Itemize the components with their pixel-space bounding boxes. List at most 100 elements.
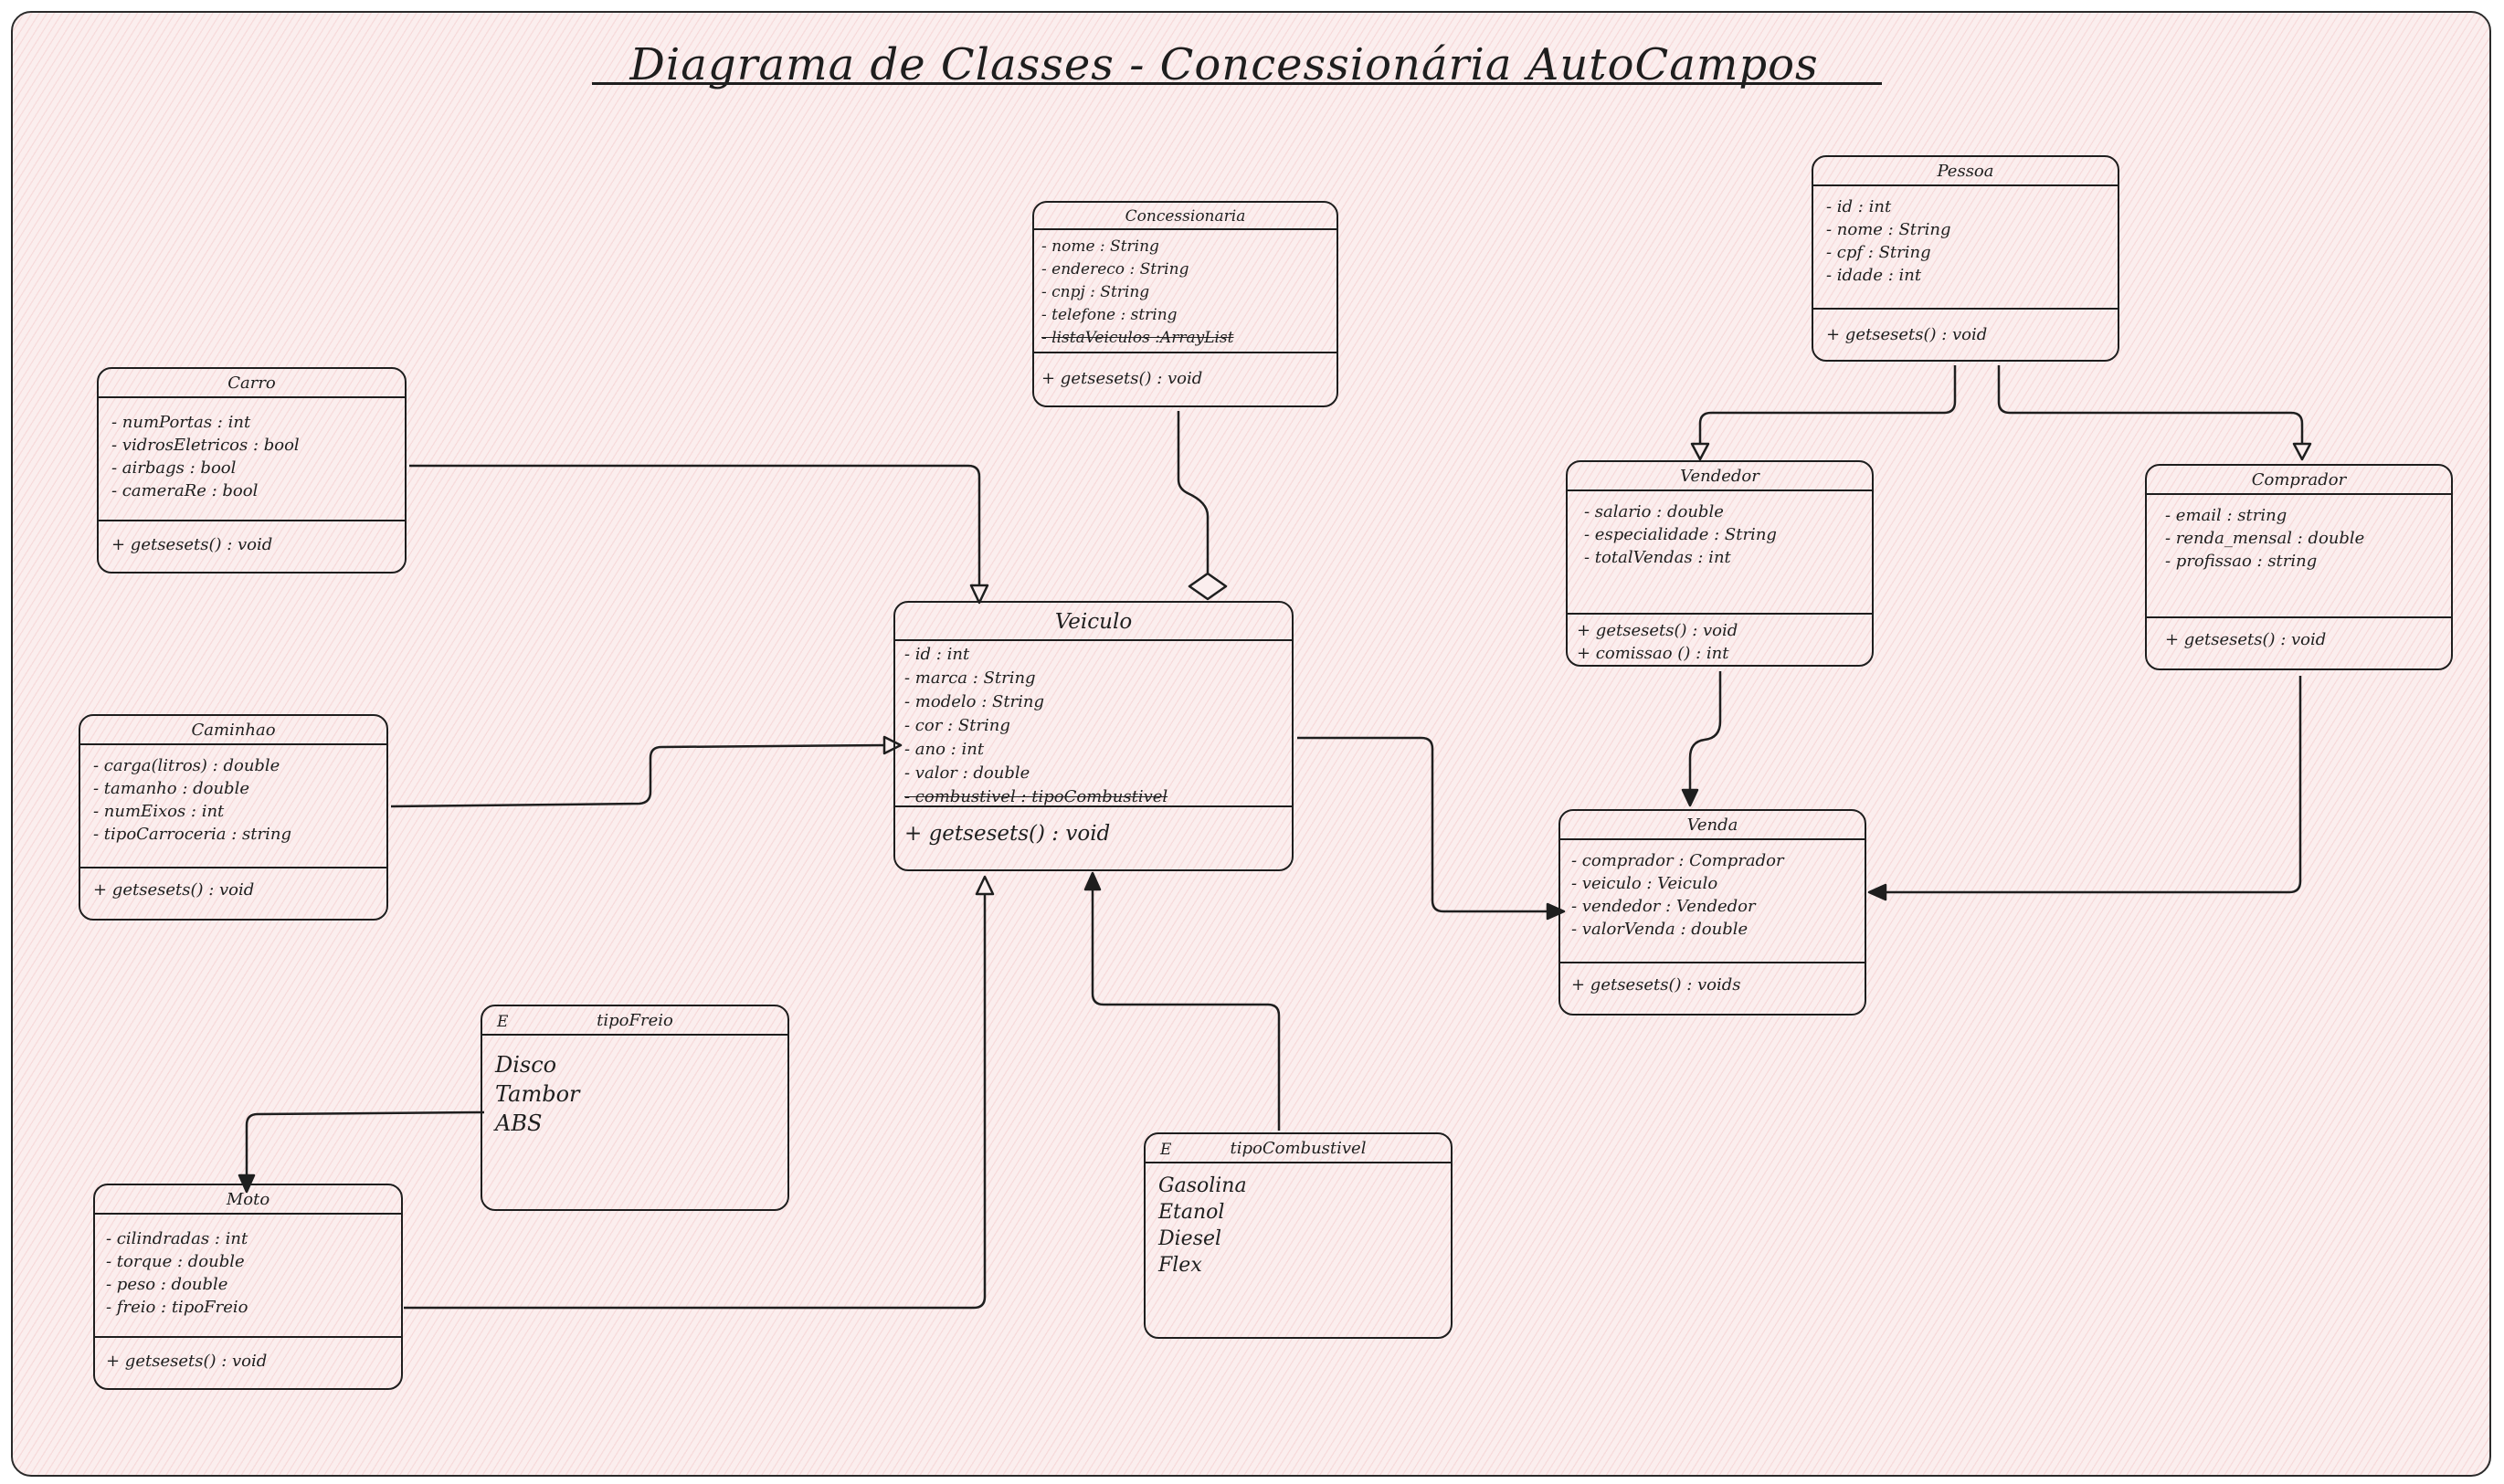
attribute: - combustivel : tipoCombustivel bbox=[904, 787, 1168, 806]
method-list: + getsesets() : voids bbox=[1571, 974, 1857, 996]
class-divider bbox=[1813, 184, 2118, 186]
enum-value: Gasolina bbox=[1158, 1174, 1247, 1197]
attribute: - cnpj : String bbox=[1041, 283, 1150, 301]
method-list: + getsesets() : void bbox=[2165, 628, 2444, 651]
attribute: - salario : double bbox=[1584, 502, 1724, 521]
method-list: + getsesets() : void bbox=[111, 533, 397, 556]
class-name: Moto bbox=[226, 1190, 270, 1209]
class-name: Veiculo bbox=[1054, 610, 1133, 634]
attribute: - listaVeiculos :ArrayList bbox=[1041, 329, 1234, 347]
attribute-list: - numPortas : int - vidrosEletricos : bo… bbox=[111, 411, 397, 502]
class-name: Venda bbox=[1686, 816, 1738, 835]
enum-marker: E bbox=[497, 1013, 509, 1031]
method: + getsesets() : void bbox=[93, 880, 255, 900]
attribute-list: - carga(litros) : double - tamanho : dou… bbox=[93, 754, 379, 846]
enum-divider bbox=[1146, 1162, 1451, 1163]
class-divider bbox=[99, 396, 405, 398]
class-name: Comprador bbox=[2251, 470, 2347, 489]
class-pessoa[interactable]: Pessoa - id : int - nome : String - cpf … bbox=[1812, 155, 2119, 362]
method: + getsesets() : void bbox=[106, 1352, 268, 1371]
enum-value: Disco bbox=[495, 1052, 557, 1078]
attribute-list: - salario : double - especialidade : Str… bbox=[1584, 500, 1865, 569]
attribute: - freio : tipoFreio bbox=[106, 1298, 248, 1317]
method-list: + getsesets() : void bbox=[904, 820, 1284, 847]
enum-values: Gasolina Etanol Diesel Flex bbox=[1158, 1173, 1247, 1279]
method-list: + getsesets() : void + comissao () : int bbox=[1577, 619, 1865, 665]
class-caminhao[interactable]: Caminhao - carga(litros) : double - tama… bbox=[79, 714, 388, 921]
enum-marker: E bbox=[1160, 1141, 1172, 1159]
class-carro[interactable]: Carro - numPortas : int - vidrosEletrico… bbox=[97, 367, 407, 574]
class-veiculo[interactable]: Veiculo - id : int - marca : String - mo… bbox=[893, 601, 1294, 871]
attribute: - endereco : String bbox=[1041, 260, 1189, 279]
attribute: - id : int bbox=[1826, 197, 1892, 216]
class-divider bbox=[1813, 308, 2118, 310]
attribute: - cpf : String bbox=[1826, 243, 1931, 262]
class-venda[interactable]: Venda - comprador : Comprador - veiculo … bbox=[1558, 809, 1866, 1016]
class-divider bbox=[95, 1336, 401, 1338]
method: + getsesets() : void bbox=[1577, 621, 1738, 640]
class-divider bbox=[1560, 962, 1865, 963]
attribute-list: - id : int - nome : String - cpf : Strin… bbox=[1826, 195, 2110, 287]
class-divider bbox=[80, 867, 386, 868]
class-concessionaria[interactable]: Concessionaria - nome : String - enderec… bbox=[1032, 201, 1338, 407]
class-divider bbox=[2147, 493, 2451, 495]
attribute-list: - email : string - renda_mensal : double… bbox=[2165, 504, 2444, 573]
attribute: - modelo : String bbox=[904, 692, 1045, 711]
attribute: - cor : String bbox=[904, 716, 1010, 735]
title-underline bbox=[592, 82, 1882, 85]
class-name: Carro bbox=[227, 374, 276, 393]
diagram-title: Diagrama de Classes - Concessionária Aut… bbox=[629, 39, 1819, 90]
attribute: - nome : String bbox=[1041, 237, 1159, 256]
attribute: - cameraRe : bool bbox=[111, 481, 259, 500]
method: + getsesets() : void bbox=[2165, 630, 2327, 649]
enum-value: ABS bbox=[495, 1110, 543, 1136]
attribute: - nome : String bbox=[1826, 220, 1951, 239]
enum-tipofreio[interactable]: E tipoFreio Disco Tambor ABS bbox=[481, 1005, 789, 1211]
enum-name: tipoCombustivel bbox=[1230, 1139, 1367, 1158]
attribute: - id : int bbox=[904, 645, 970, 664]
attribute: - airbags : bool bbox=[111, 458, 237, 478]
attribute: - email : string bbox=[2165, 506, 2287, 525]
enum-value: Flex bbox=[1158, 1254, 1202, 1277]
enum-tipocombustivel[interactable]: E tipoCombustivel Gasolina Etanol Diesel… bbox=[1144, 1132, 1453, 1339]
class-divider bbox=[2147, 616, 2451, 618]
class-moto[interactable]: Moto - cilindradas : int - torque : doub… bbox=[93, 1184, 403, 1390]
enum-value: Etanol bbox=[1158, 1201, 1225, 1224]
class-name: Pessoa bbox=[1937, 162, 1994, 181]
attribute: - ano : int bbox=[904, 740, 985, 759]
method: + comissao () : int bbox=[1577, 644, 1729, 663]
enum-name: tipoFreio bbox=[597, 1011, 673, 1030]
class-name: Vendedor bbox=[1680, 467, 1759, 486]
attribute: - carga(litros) : double bbox=[93, 756, 280, 775]
enum-values: Disco Tambor ABS bbox=[495, 1050, 580, 1138]
attribute: - renda_mensal : double bbox=[2165, 529, 2365, 548]
attribute: - veiculo : Veiculo bbox=[1571, 874, 1718, 893]
class-divider bbox=[95, 1213, 401, 1215]
class-divider bbox=[99, 520, 405, 521]
class-divider bbox=[1568, 489, 1872, 491]
method: + getsesets() : voids bbox=[1571, 975, 1741, 995]
method: + getsesets() : void bbox=[1041, 369, 1203, 388]
attribute: - profissao : string bbox=[2165, 552, 2318, 571]
attribute: - totalVendas : int bbox=[1584, 548, 1731, 567]
attribute: - idade : int bbox=[1826, 266, 1922, 285]
attribute: - comprador : Comprador bbox=[1571, 851, 1784, 870]
class-divider bbox=[1568, 613, 1872, 615]
class-divider bbox=[1560, 838, 1865, 840]
class-divider bbox=[895, 805, 1292, 807]
method-list: + getsesets() : void bbox=[93, 879, 379, 901]
attribute: - numEixos : int bbox=[93, 802, 225, 821]
class-name: Concessionaria bbox=[1125, 207, 1246, 226]
method: + getsesets() : void bbox=[111, 535, 273, 554]
attribute: - marca : String bbox=[904, 668, 1036, 688]
attribute-list: - cilindradas : int - torque : double - … bbox=[106, 1227, 394, 1319]
attribute-list: - nome : String - endereco : String - cn… bbox=[1041, 236, 1329, 350]
class-name: Caminhao bbox=[191, 721, 276, 740]
class-divider bbox=[80, 743, 386, 745]
attribute: - valor : double bbox=[904, 763, 1030, 783]
attribute: - vidrosEletricos : bool bbox=[111, 436, 300, 455]
class-comprador[interactable]: Comprador - email : string - renda_mensa… bbox=[2145, 464, 2453, 670]
class-vendedor[interactable]: Vendedor - salario : double - especialid… bbox=[1566, 460, 1874, 667]
attribute: - tamanho : double bbox=[93, 779, 249, 798]
class-divider bbox=[1034, 352, 1337, 353]
